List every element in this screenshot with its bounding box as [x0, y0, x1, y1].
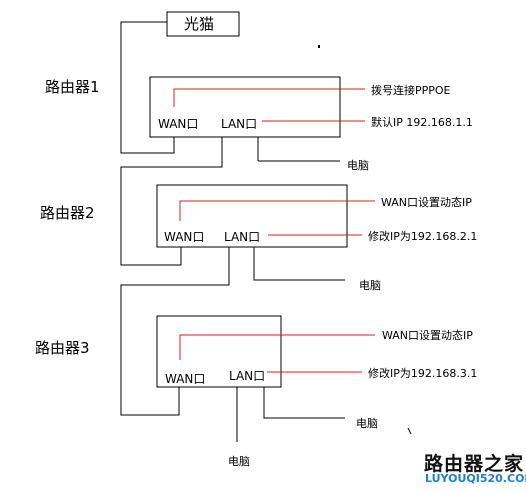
stray-mark: [407, 427, 412, 435]
router2-lan-note: 修改IP为192.168.2.1: [368, 230, 478, 243]
router3-pc-link: [263, 387, 345, 419]
modem-label: 光猫: [184, 15, 215, 33]
router2-wan-annotation: [179, 200, 375, 221]
router2-wan-note: WAN口设置动态IP: [381, 196, 472, 209]
router3-lan-note: 修改IP为192.168.3.1: [368, 367, 478, 380]
bottom-pc-label: 电脑: [228, 455, 250, 468]
router3-box: [156, 315, 282, 388]
watermark-url: LUYOUQI520.COM: [425, 472, 526, 485]
router3-title: 路由器3: [35, 339, 90, 357]
router1-box: [149, 76, 341, 138]
stray-dot: [318, 45, 320, 48]
router1-title: 路由器1: [45, 78, 100, 96]
router1-pc-label: 电脑: [347, 159, 369, 172]
watermark-logo: 路由器之家: [424, 453, 525, 475]
link-router1-router2: [120, 137, 223, 266]
modem-box: [166, 11, 240, 37]
router2-pc-link: [253, 247, 345, 281]
router2-wan-port: WAN口: [164, 230, 205, 244]
router2-pc-label: 电脑: [359, 279, 381, 292]
router1-wan-port: WAN口: [158, 117, 199, 131]
router3-wan-port: WAN口: [165, 372, 206, 386]
router2-box: [156, 184, 348, 248]
router1-lan-port: LAN口: [221, 117, 258, 131]
router1-wan-note: 拨号连接PPPOE: [371, 84, 451, 97]
router3-pc-label: 电脑: [356, 417, 378, 430]
link-modem-router1: [120, 21, 175, 154]
router3-wan-annotation: [179, 334, 375, 360]
router1-wan-annotation: [173, 88, 365, 107]
router1-lan-note: 默认IP 192.168.1.1: [371, 116, 473, 129]
router2-title: 路由器2: [40, 204, 95, 222]
router2-lan-port: LAN口: [224, 230, 261, 244]
router3-lan-port: LAN口: [229, 369, 266, 383]
link-router2-router3: [120, 247, 230, 416]
router3-wan-note: WAN口设置动态IP: [382, 329, 473, 342]
